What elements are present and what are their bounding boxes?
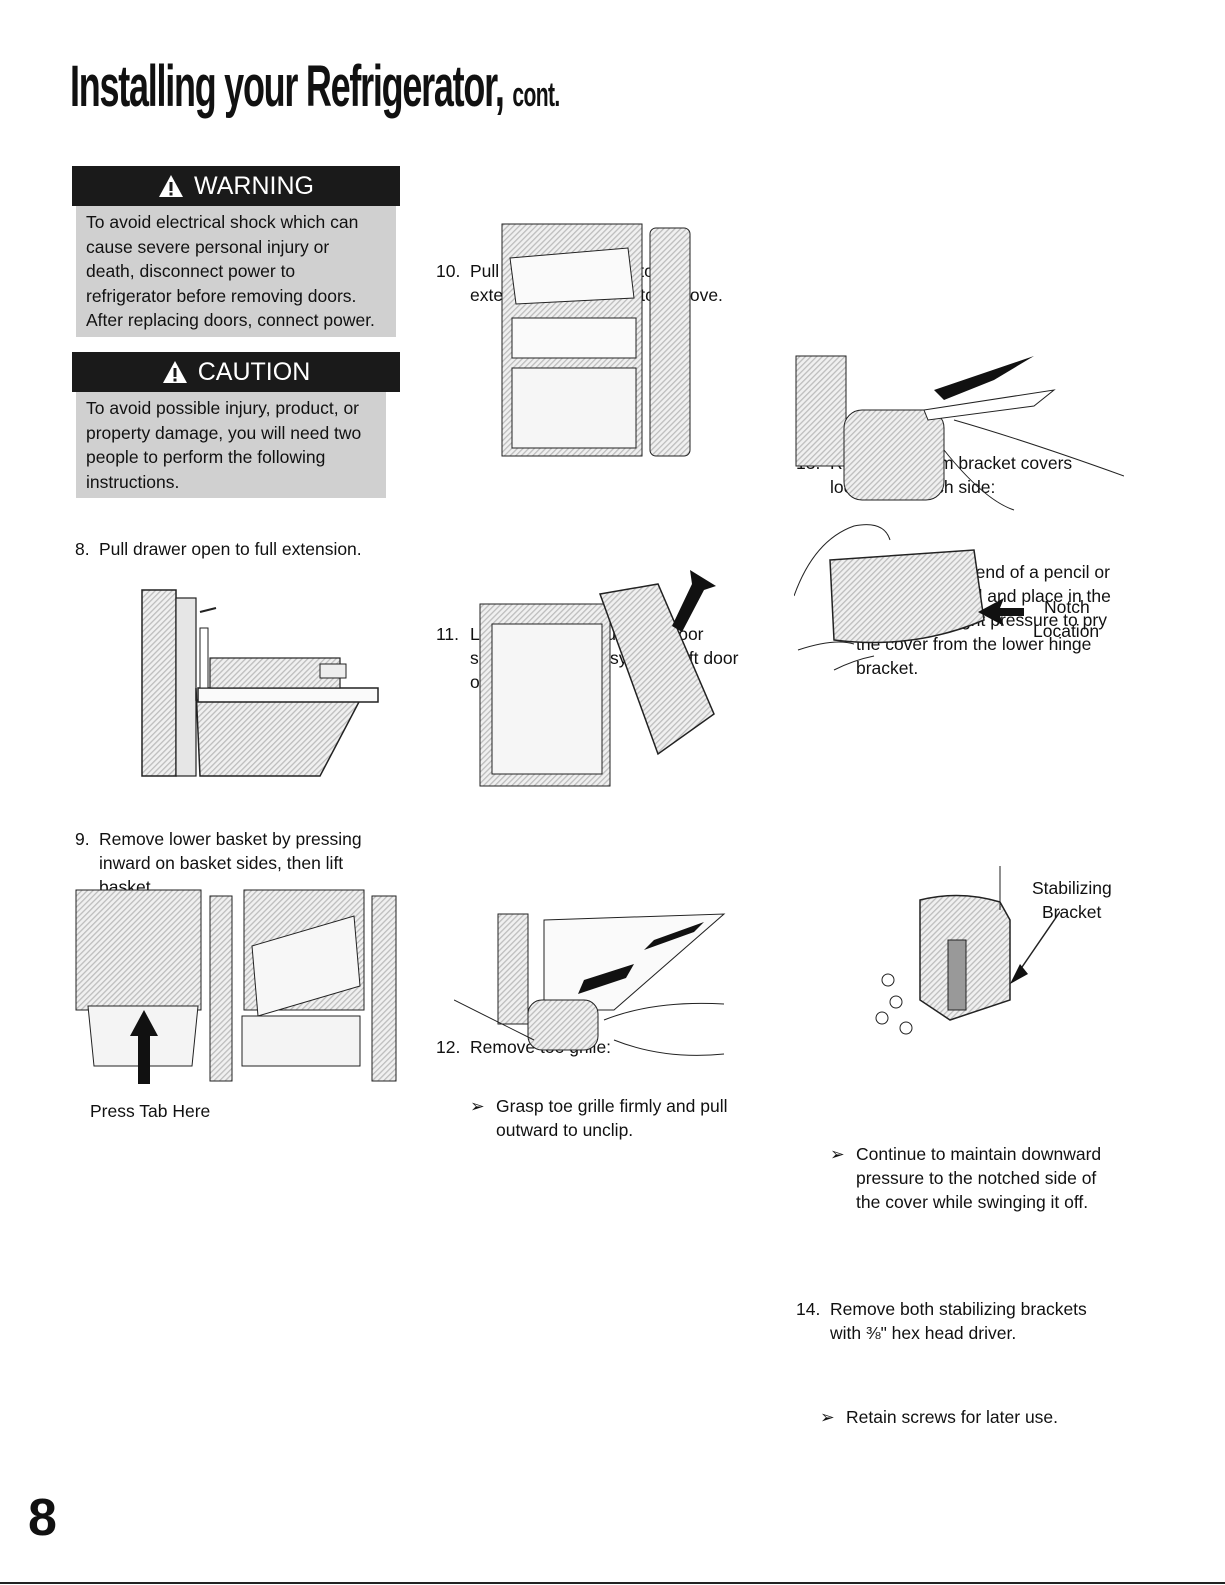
page-title-main: Installing your Refrigerator xyxy=(70,54,496,119)
caution-box: CAUTION To avoid possible injury, produc… xyxy=(72,352,400,498)
toe-grille-illustration xyxy=(454,913,726,1056)
notch-location-illustration xyxy=(794,524,1024,671)
step-8: 8. Pull drawer open to full extension. xyxy=(75,537,419,561)
stabilizing-bracket-illustration xyxy=(875,866,1060,1035)
arrow-bullet-icon: ➢ xyxy=(470,1096,485,1116)
caution-header: CAUTION xyxy=(72,352,400,392)
page-title-suffix: cont. xyxy=(512,76,560,114)
warning-line: death, disconnect power to xyxy=(86,261,296,281)
caution-title: CAUTION xyxy=(197,357,311,386)
warning-triangle-icon xyxy=(162,361,187,383)
caution-line: instructions. xyxy=(86,471,180,492)
pry-cover-illustration xyxy=(795,355,1124,511)
step-text: inward on basket sides, then lift xyxy=(99,853,344,873)
page-number: 8 xyxy=(28,1489,57,1547)
drawer-open-illustration xyxy=(141,589,379,777)
upper-basket-illustration xyxy=(501,223,691,457)
caution-line: property damage, you will need two xyxy=(86,422,362,443)
warning-line: cause severe personal injury or xyxy=(86,236,330,257)
bullet-text: the cover while swinging it off. xyxy=(856,1192,1089,1212)
warning-body: To avoid electrical shock which can caus… xyxy=(76,206,396,337)
warning-line: After replacing doors, connect power. xyxy=(86,310,375,330)
stabilizing-bracket-label: Stabilizing Bracket xyxy=(1032,878,1112,922)
caution-body: To avoid possible injury, product, or pr… xyxy=(76,392,386,498)
notch-location-label: Notch Location xyxy=(1033,597,1100,641)
step-13-bullet-2: ➢ Continue to maintain downward pressure… xyxy=(830,1142,1156,1214)
step-number: 12. xyxy=(436,1037,461,1057)
step-text: with ⅜" hex head driver. xyxy=(830,1323,1017,1343)
lower-basket-illustration xyxy=(75,889,397,1084)
caution-line: people to perform the following xyxy=(86,447,326,467)
warning-triangle-icon xyxy=(159,175,184,197)
warning-line: To avoid electrical shock which can xyxy=(86,212,359,232)
bullet-text: bracket. xyxy=(856,658,919,678)
step-12-bullet: ➢ Grasp toe grille firmly and pull outwa… xyxy=(470,1094,786,1142)
step-number: 9. xyxy=(75,829,90,849)
bottom-rule xyxy=(0,1582,1225,1584)
lift-door-illustration xyxy=(479,570,716,787)
warning-box: WARNING To avoid electrical shock which … xyxy=(72,166,400,337)
step-number: 8. xyxy=(75,539,90,559)
bullet-text: pressure to the notched side of xyxy=(856,1168,1097,1188)
step-number: 11. xyxy=(436,624,460,644)
bullet-text: Continue to maintain downward xyxy=(856,1144,1102,1164)
step-number: 14. xyxy=(796,1299,821,1319)
warning-title: WARNING xyxy=(194,171,314,200)
step-text: Remove both stabilizing brackets xyxy=(830,1299,1087,1319)
press-tab-label: Press Tab Here xyxy=(90,1101,211,1121)
caution-line: To avoid possible injury, product, or xyxy=(86,398,360,418)
step-text: Remove lower basket by pressing xyxy=(99,829,362,849)
warning-header: WARNING xyxy=(72,166,400,206)
page-title: Installing your Refrigerator, cont. xyxy=(70,54,560,119)
step-14-bullet: ➢ Retain screws for later use. xyxy=(820,1405,1146,1429)
arrow-bullet-icon: ➢ xyxy=(820,1407,835,1427)
bullet-text: Grasp toe grille firmly and pull xyxy=(496,1096,728,1116)
warning-line: refrigerator before removing doors. xyxy=(86,285,357,306)
step-number: 10. xyxy=(436,261,461,281)
bullet-text: Retain screws for later use. xyxy=(846,1407,1059,1427)
bullet-text: outward to unclip. xyxy=(496,1120,634,1140)
step-text: Pull drawer open to full extension. xyxy=(99,539,362,559)
step-14: 14. Remove both stabilizing brackets wit… xyxy=(796,1297,1160,1345)
arrow-bullet-icon: ➢ xyxy=(830,1144,845,1164)
